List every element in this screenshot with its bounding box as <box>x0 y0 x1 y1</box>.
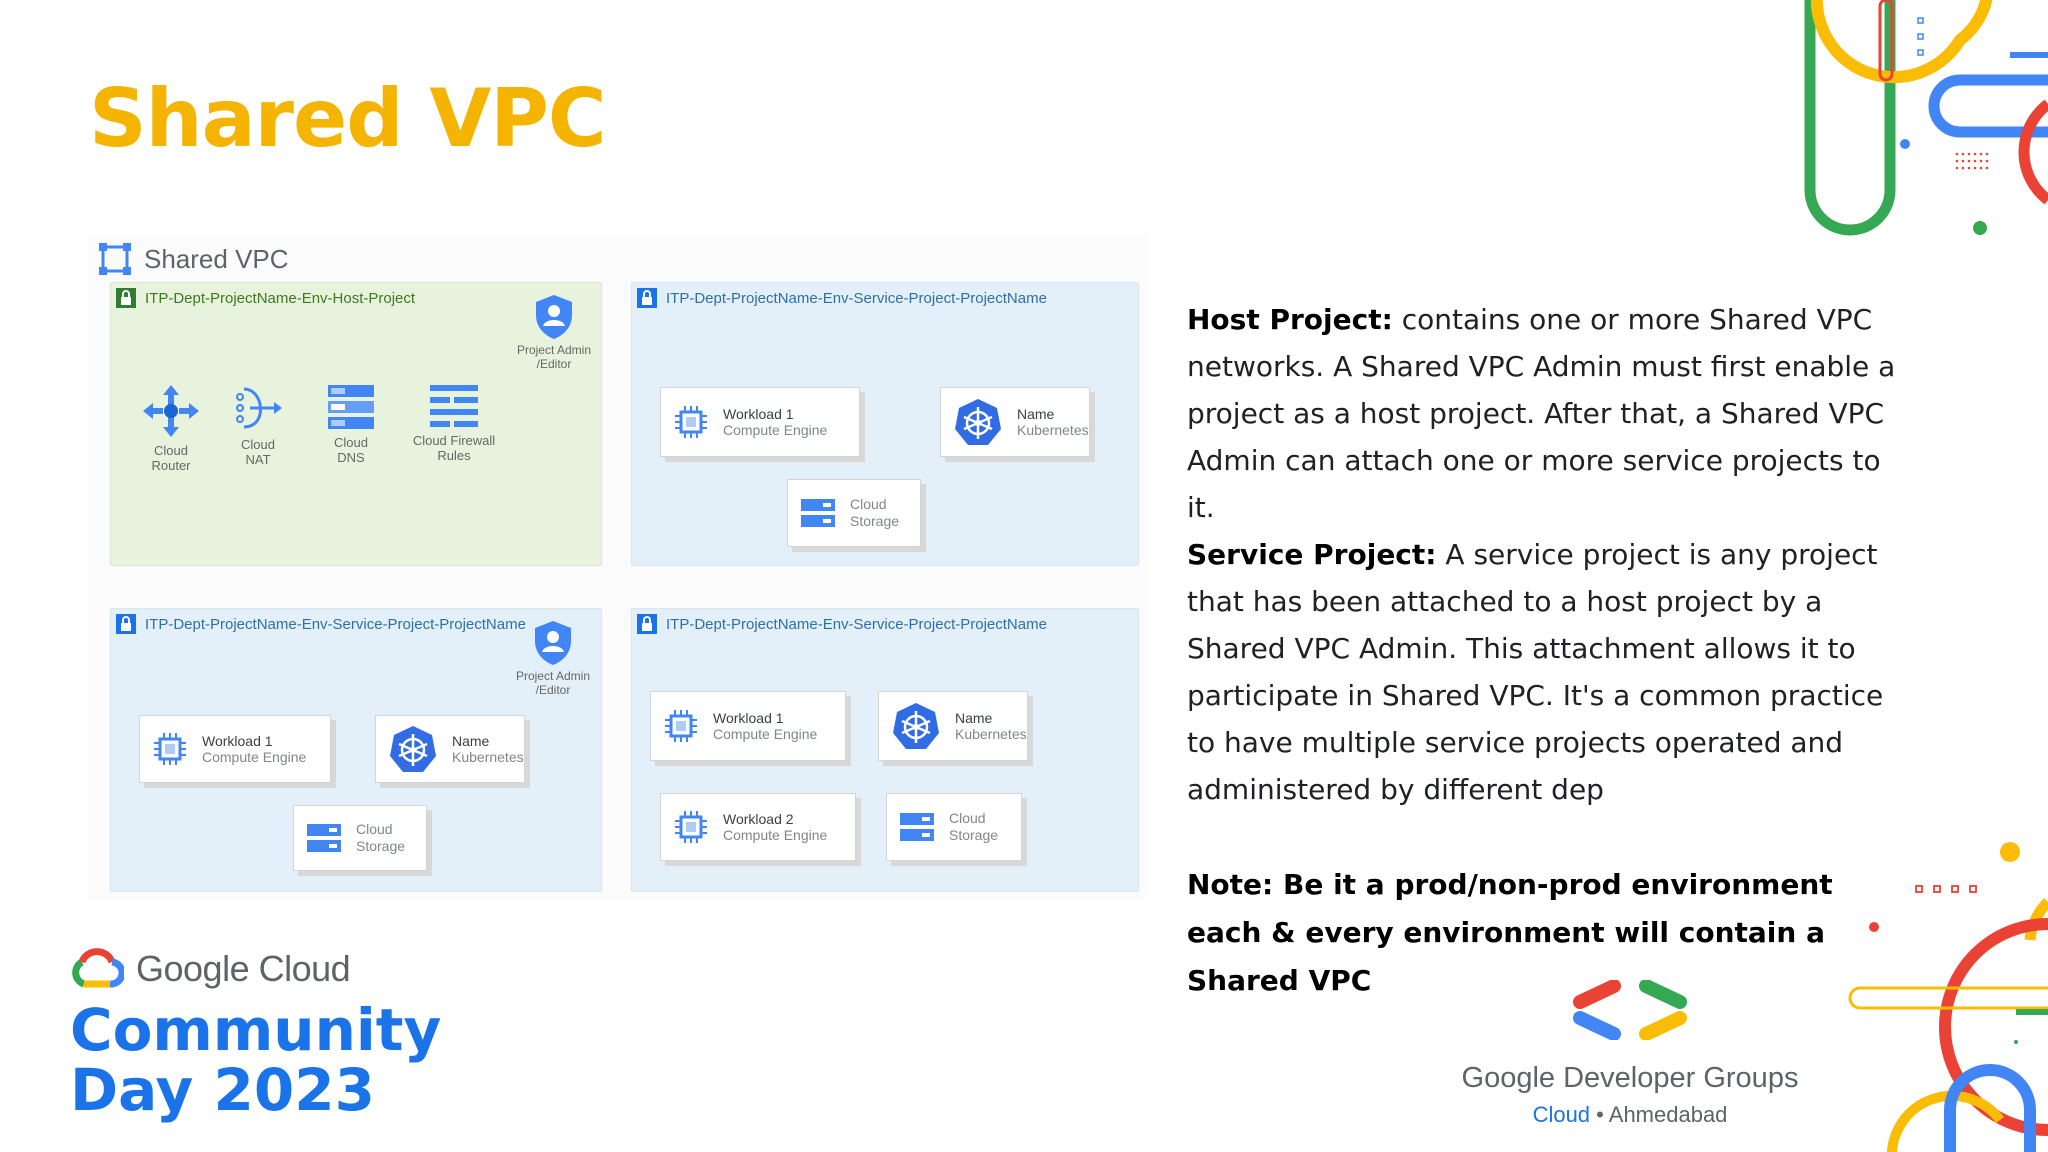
cloud-nat: Cloud NAT <box>213 383 303 467</box>
cloud-storage-icon <box>900 813 934 841</box>
cloud-dns: Cloud DNS <box>306 383 396 465</box>
note-text: Note: Be it a prod/non-prod environment … <box>1187 868 1833 997</box>
admin-shield-icon <box>535 621 571 665</box>
kubernetes-icon <box>955 399 1001 445</box>
body-text: Host Project: contains one or more Share… <box>1187 296 1897 813</box>
compute-engine-icon <box>675 811 707 843</box>
service-project-title: ITP-Dept-ProjectName-Env-Service-Project… <box>115 613 526 635</box>
cloud-storage-icon <box>307 824 341 852</box>
service-project-label: Service Project: <box>1187 538 1437 571</box>
admin-shield-icon <box>536 295 572 339</box>
lock-icon <box>637 614 657 634</box>
lock-icon <box>116 288 136 308</box>
compute-engine-icon <box>665 710 697 742</box>
gdg-brackets-icon <box>1573 980 1687 1040</box>
decor-top-right <box>1804 0 2048 236</box>
project-admin: Project Admin /Editor <box>508 619 598 697</box>
google-cloud-wordmark: Google Cloud <box>136 948 351 989</box>
slide-title: Shared VPC <box>89 72 607 165</box>
lock-icon <box>637 288 657 308</box>
kubernetes-icon <box>893 703 939 749</box>
diagram-header: Shared VPC <box>98 242 289 276</box>
cloud-nat-icon <box>236 387 282 429</box>
host-project-label: Host Project: <box>1187 303 1393 336</box>
kubernetes-icon <box>390 726 436 772</box>
cloud-router-icon <box>143 385 199 437</box>
compute-engine-icon <box>675 406 707 438</box>
firewall-rules-icon <box>430 385 478 427</box>
gdg-wordmark: Google Developer Groups <box>1461 1062 1799 1094</box>
diagram-header-label: Shared VPC <box>144 243 289 274</box>
cloud-dns-icon <box>328 385 374 429</box>
google-cloud-logo: Google Cloud <box>68 948 351 990</box>
service-project-1: ITP-Dept-ProjectName-Env-Service-Project… <box>631 282 1139 566</box>
vpc-icon <box>99 243 131 275</box>
google-cloud-icon <box>72 948 124 988</box>
project-admin: Project Admin /Editor <box>509 293 599 371</box>
host-project-title: ITP-Dept-ProjectName-Env-Host-Project <box>115 287 415 309</box>
cloud-router: Cloud Router <box>126 383 216 473</box>
decor-bottom-right <box>1848 842 2048 1152</box>
event-name: Community Day 2023 <box>70 996 442 1124</box>
service-project-3: ITP-Dept-ProjectName-Env-Service-Project… <box>631 608 1139 892</box>
cloud-storage-icon <box>801 499 835 527</box>
host-project-text: contains one or more Shared VPC networks… <box>1187 303 1896 524</box>
gdg-chapter: Cloud • Ahmedabad <box>1532 1102 1728 1127</box>
host-project: ITP-Dept-ProjectName-Env-Host-Project Pr… <box>110 282 602 566</box>
lock-icon <box>116 614 136 634</box>
compute-engine-icon <box>154 733 186 765</box>
shared-vpc-diagram: Shared VPC ITP-Dept-ProjectName-Env-Host… <box>88 234 1148 900</box>
service-project-title: ITP-Dept-ProjectName-Env-Service-Project… <box>636 287 1047 309</box>
service-project-text: A service project is any project that ha… <box>1187 538 1884 806</box>
service-project-title: ITP-Dept-ProjectName-Env-Service-Project… <box>636 613 1047 635</box>
service-project-2: ITP-Dept-ProjectName-Env-Service-Project… <box>110 608 602 892</box>
cloud-firewall-rules: Cloud Firewall Rules <box>409 383 499 463</box>
